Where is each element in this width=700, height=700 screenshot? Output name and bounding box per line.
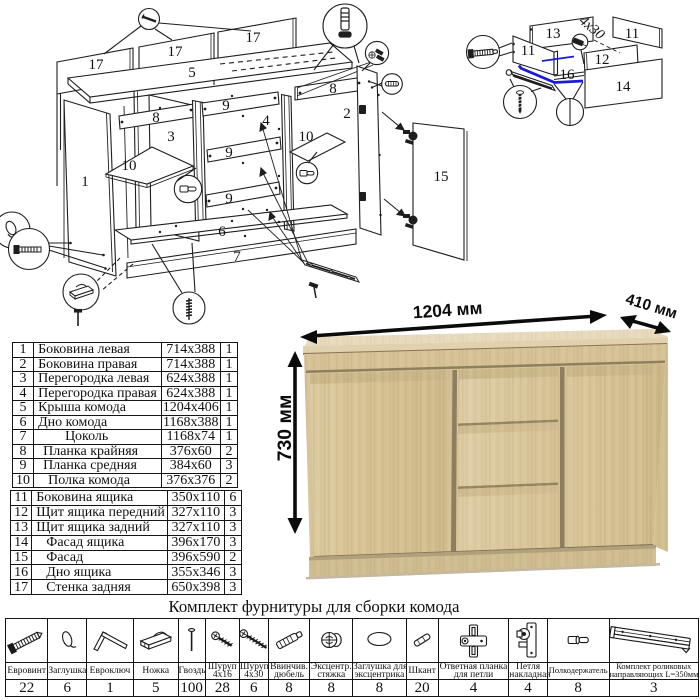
svg-text:5: 5 bbox=[188, 65, 196, 81]
svg-text:9: 9 bbox=[225, 191, 233, 207]
svg-text:10: 10 bbox=[122, 158, 137, 174]
svg-text:17: 17 bbox=[89, 57, 105, 73]
svg-text:4: 4 bbox=[262, 113, 270, 129]
svg-text:17: 17 bbox=[246, 30, 262, 46]
svg-text:8: 8 bbox=[329, 81, 337, 97]
svg-text:14: 14 bbox=[616, 79, 632, 95]
svg-text:9: 9 bbox=[225, 145, 233, 161]
svg-text:11: 11 bbox=[625, 26, 639, 42]
svg-text:730 мм: 730 мм bbox=[274, 395, 296, 462]
svg-text:17: 17 bbox=[168, 44, 184, 60]
svg-text:9: 9 bbox=[222, 98, 230, 114]
svg-text:13: 13 bbox=[546, 26, 561, 42]
svg-text:11: 11 bbox=[521, 43, 535, 59]
svg-text:7: 7 bbox=[233, 249, 241, 265]
svg-text:16: 16 bbox=[560, 67, 576, 83]
svg-text:2: 2 bbox=[343, 106, 351, 122]
svg-text:10: 10 bbox=[299, 129, 314, 145]
svg-text:8: 8 bbox=[152, 110, 160, 126]
svg-text:12: 12 bbox=[595, 52, 610, 68]
svg-text:15: 15 bbox=[434, 169, 449, 185]
svg-text:1: 1 bbox=[81, 174, 89, 190]
svg-text:3: 3 bbox=[167, 129, 175, 145]
svg-text:1204 мм: 1204 мм bbox=[412, 298, 483, 323]
svg-text:6: 6 bbox=[218, 224, 226, 240]
